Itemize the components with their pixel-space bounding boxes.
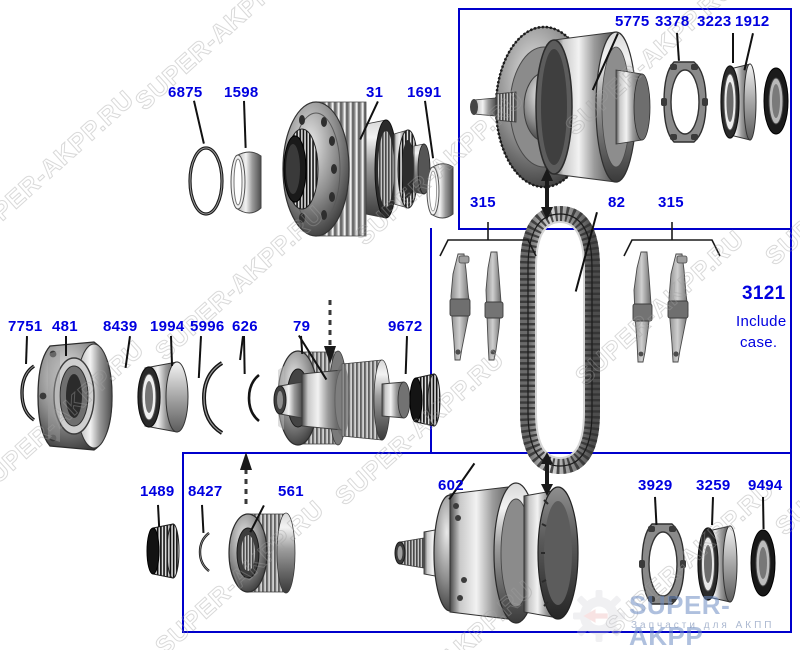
label-82: 82	[608, 194, 626, 211]
connector-arrow-vertical-top	[536, 168, 558, 220]
leader-line	[25, 336, 28, 365]
leader-line	[243, 100, 247, 148]
connector-arrow-dashed-up	[238, 452, 254, 504]
panel-secondary-pulley	[182, 452, 792, 633]
connector-arrow-dashed-down	[322, 300, 338, 366]
part-retainer-plate-3378	[660, 58, 710, 146]
part-snap-ring-8427	[196, 530, 214, 574]
label-626: 626	[232, 318, 258, 335]
label-315-left: 315	[470, 194, 496, 211]
part-primary-pulley-5775	[466, 22, 686, 192]
label-8439: 8439	[103, 318, 138, 335]
part-retainer-plate-3929	[638, 520, 688, 608]
part-drive-shaft-79	[273, 352, 411, 448]
part-oil-seal-9494	[748, 528, 778, 598]
part-oring-6875	[185, 145, 227, 217]
bracket-left-315	[438, 222, 538, 258]
part-idler-gear-561	[222, 510, 308, 596]
part-oil-pump-481	[36, 340, 124, 452]
leader-line	[243, 335, 246, 374]
part-needle-bearing-9672	[408, 372, 442, 428]
note-include: Include	[736, 313, 787, 330]
leader-line	[157, 504, 160, 527]
label-5996: 5996	[190, 318, 225, 335]
label-1994: 1994	[150, 318, 185, 335]
leader-line	[193, 100, 205, 144]
part-chain-guide-right-b	[666, 252, 692, 364]
part-ball-bearing-3259	[696, 522, 742, 606]
part-ball-bearing-3223	[720, 60, 762, 144]
leader-line	[170, 335, 173, 366]
part-bearing-8439	[133, 360, 193, 436]
note-case: case.	[740, 334, 778, 351]
panel-torque-converter	[458, 8, 792, 230]
label-9672: 9672	[388, 318, 423, 335]
label-1598: 1598	[224, 84, 259, 101]
part-chain-guide-left-a	[448, 252, 474, 362]
part-snap-ring-7751	[18, 362, 44, 424]
label-5775: 5775	[615, 13, 650, 30]
leader-line	[732, 33, 734, 63]
label-1912: 1912	[735, 13, 770, 30]
panel-right-edge	[790, 8, 792, 633]
part-chain-guide-left-b	[482, 250, 506, 362]
part-snap-ring-5996	[245, 372, 265, 424]
label-1489: 1489	[140, 483, 175, 500]
connector-arrow-vertical-bottom	[536, 452, 558, 496]
label-1691: 1691	[407, 84, 442, 101]
label-602: 602	[438, 477, 464, 494]
label-3121: 3121	[742, 283, 786, 304]
label-3929: 3929	[638, 477, 673, 494]
leader-line	[124, 336, 131, 368]
label-315-right: 315	[658, 194, 684, 211]
label-31: 31	[366, 84, 384, 101]
leader-line	[65, 336, 67, 356]
bracket-right-315	[622, 222, 722, 258]
part-bearing-race-1691	[424, 160, 460, 222]
label-7751: 7751	[8, 318, 43, 335]
label-3378: 3378	[655, 13, 690, 30]
part-bearing-race-1598	[228, 148, 268, 218]
panel-middle-left-edge	[430, 228, 432, 454]
label-481: 481	[52, 318, 78, 335]
part-chain-guide-right-a	[630, 250, 656, 364]
label-3223: 3223	[697, 13, 732, 30]
part-snap-ring-1994	[198, 358, 232, 438]
label-9494: 9494	[748, 477, 783, 494]
label-8427: 8427	[188, 483, 223, 500]
label-561: 561	[278, 483, 304, 500]
part-needle-bearing-1489	[145, 522, 181, 580]
part-secondary-pulley-602	[394, 480, 628, 630]
part-oil-seal-1912	[762, 66, 790, 136]
panel-divider-top	[182, 452, 432, 454]
part-differential-31	[262, 96, 442, 241]
watermark-text: SUPER-AKPP.RU	[0, 84, 140, 251]
label-79: 79	[293, 318, 311, 335]
watermark-text: SUPER-AKPP.RU	[329, 0, 510, 2]
label-3259: 3259	[696, 477, 731, 494]
label-6875: 6875	[168, 84, 203, 101]
